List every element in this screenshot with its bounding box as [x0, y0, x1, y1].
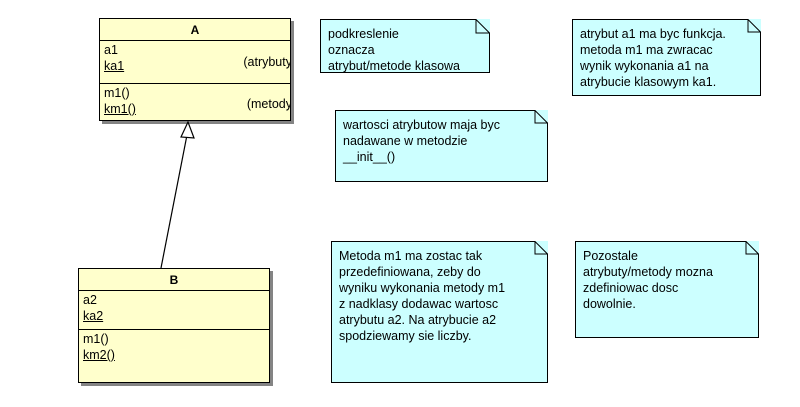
- class-a-methods: m1() km1() (metody: [100, 84, 291, 120]
- class-a-attribute-a1: a1: [104, 43, 118, 57]
- class-b-attributes: a2 ka2: [79, 291, 269, 330]
- note-shape-icon: [572, 19, 761, 96]
- generalization-arrowhead: [180, 120, 195, 139]
- note-underline-meaning[interactable]: podkreslenie oznacza atrybut/metode klas…: [320, 19, 490, 73]
- note-init-values[interactable]: wartosci atrybutow maja byc nadawane w m…: [335, 110, 548, 182]
- note-shape-icon: [331, 241, 548, 383]
- class-b-method-m1: m1(): [83, 332, 109, 346]
- generalization-line: [160, 134, 188, 269]
- class-b-method-km2: km2(): [83, 348, 115, 362]
- uml-class-a[interactable]: A a1 ka1 (atrybuty m1() km1() (metody: [99, 18, 291, 121]
- class-a-methods-label: (metody: [246, 97, 291, 111]
- note-init-values-text: wartosci atrybutow maja byc nadawane w m…: [343, 118, 501, 164]
- class-a-method-m1: m1(): [104, 86, 130, 100]
- class-a-method-km1: km1(): [104, 102, 136, 116]
- class-a-attributes: a1 ka1 (atrybuty: [100, 41, 290, 84]
- class-b-name: B: [79, 269, 269, 291]
- class-b-methods: m1() km2(): [79, 330, 269, 382]
- class-a-attributes-label: (atrybuty: [243, 55, 291, 69]
- note-underline-meaning-text: podkreslenie oznacza atrybut/metode klas…: [328, 27, 461, 73]
- class-b-attribute-ka2: ka2: [83, 309, 104, 323]
- note-m1-override-text: Metoda m1 ma zostac tak przedefiniowana,…: [339, 249, 506, 343]
- note-a1-function-text: atrybut a1 ma byc funkcja. metoda m1 ma …: [580, 27, 726, 89]
- note-shape-icon: [335, 110, 548, 182]
- note-a1-function[interactable]: atrybut a1 ma byc funkcja. metoda m1 ma …: [572, 19, 761, 96]
- class-a-attribute-ka1: ka1: [104, 59, 125, 73]
- note-rest-free-text: Pozostale atrybuty/metody mozna zdefinio…: [583, 249, 713, 311]
- note-rest-free[interactable]: Pozostale atrybuty/metody mozna zdefinio…: [575, 241, 759, 338]
- uml-class-b[interactable]: B a2 ka2 m1() km2(): [78, 268, 270, 383]
- note-m1-override[interactable]: Metoda m1 ma zostac tak przedefiniowana,…: [331, 241, 548, 383]
- class-b-attribute-a2: a2: [83, 293, 97, 307]
- class-a-name: A: [100, 19, 290, 41]
- note-shape-icon: [320, 19, 490, 73]
- note-shape-icon: [575, 241, 759, 338]
